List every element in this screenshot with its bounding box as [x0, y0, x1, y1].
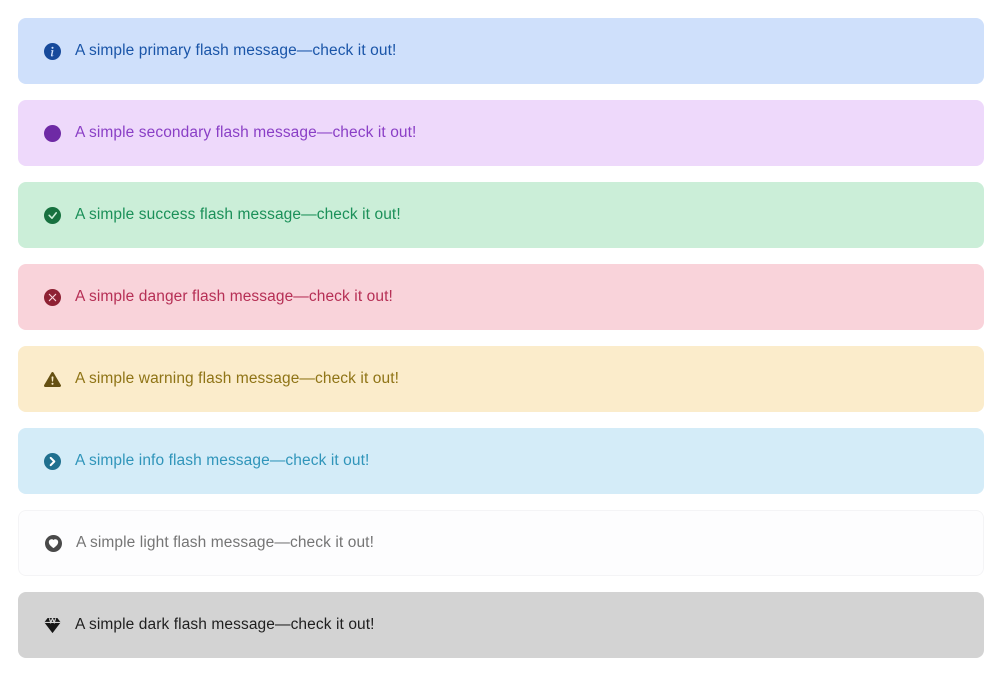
alert-message: A simple secondary flash message—check i… [75, 123, 417, 141]
info-circle-icon [44, 42, 61, 60]
alert-message: A simple danger flash message—check it o… [75, 287, 393, 305]
exclamation-triangle-icon [44, 371, 61, 388]
alert-success: A simple success flash message—check it … [18, 182, 984, 248]
alert-secondary: A simple secondary flash message—check i… [18, 100, 984, 166]
alert-primary: A simple primary flash message—check it … [18, 18, 984, 84]
flash-messages-page: A simple primary flash message—check it … [18, 18, 984, 658]
chevron-right-circle-icon [44, 452, 61, 470]
alert-danger: A simple danger flash message—check it o… [18, 264, 984, 330]
alert-info: A simple info flash message—check it out… [18, 428, 984, 494]
alert-message: A simple warning flash message—check it … [75, 369, 400, 387]
gem-icon [44, 616, 61, 634]
alert-message: A simple info flash message—check it out… [75, 451, 370, 469]
alert-message: A simple light flash message—check it ou… [76, 533, 374, 551]
heart-circle-icon [45, 534, 62, 552]
alert-message: A simple success flash message—check it … [75, 205, 401, 223]
alert-list: A simple primary flash message—check it … [18, 18, 984, 658]
circle-icon [44, 124, 61, 142]
alert-warning: A simple warning flash message—check it … [18, 346, 984, 412]
alert-dark: A simple dark flash message—check it out… [18, 592, 984, 658]
alert-message: A simple dark flash message—check it out… [75, 615, 375, 633]
check-circle-icon [44, 206, 61, 224]
x-circle-icon [44, 288, 61, 306]
alert-message: A simple primary flash message—check it … [75, 41, 397, 59]
alert-light: A simple light flash message—check it ou… [18, 510, 984, 576]
